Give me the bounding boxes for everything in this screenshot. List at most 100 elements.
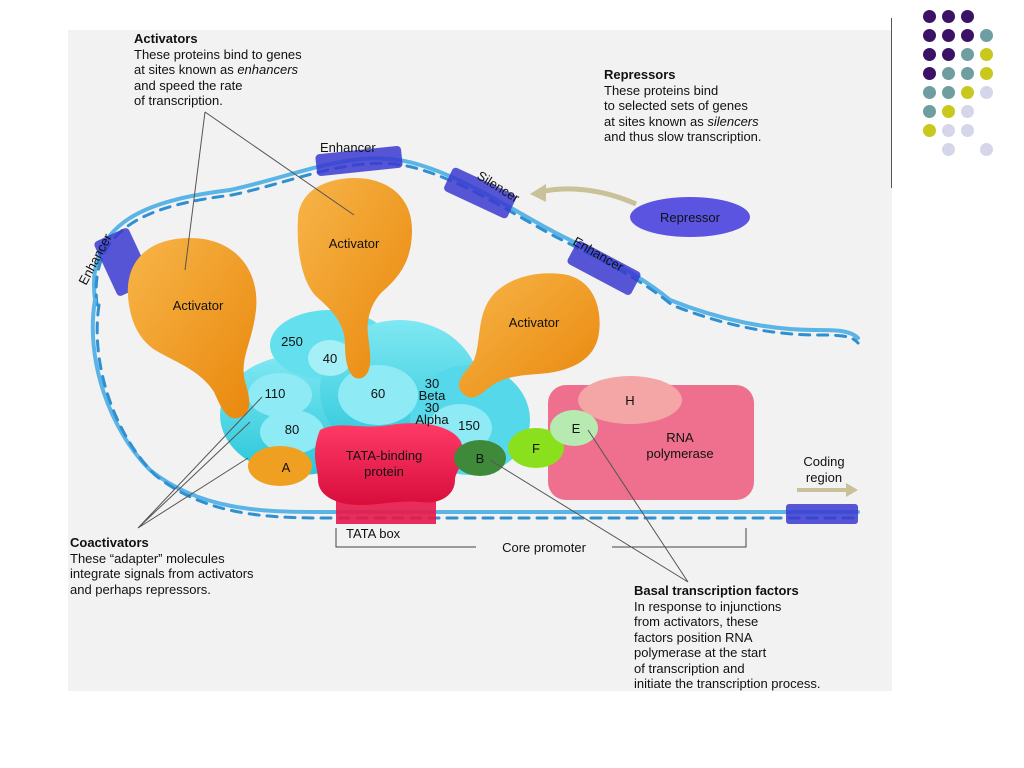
tata-binding-protein: [314, 423, 464, 505]
factor-e: [550, 410, 598, 446]
decorative-dot: [961, 86, 974, 99]
activators-caption-line: of transcription.: [134, 93, 223, 108]
decorative-dot-grid: [904, 10, 1014, 170]
slide-divider: [891, 18, 892, 188]
decorative-dot: [980, 29, 993, 42]
factor-f: [508, 428, 564, 468]
factor-b: [454, 440, 506, 476]
taf-80-label: 80: [285, 422, 299, 437]
taf-60-label: 60: [371, 386, 385, 401]
coding-region-label-2: region: [806, 470, 842, 485]
taf-30alpha-label-2: Alpha: [415, 412, 449, 427]
core-promoter-bracket: [335, 528, 747, 548]
silencer-block: [444, 167, 516, 219]
rna-polymerase-label-1: RNA: [666, 430, 694, 445]
repressor-label: Repressor: [660, 210, 721, 225]
repressors-caption: Repressors These proteins bind to select…: [604, 67, 762, 145]
coactivators-caption-line: integrate signals from activators: [70, 566, 254, 581]
decorative-dot: [961, 67, 974, 80]
factor-a-label: A: [282, 460, 291, 475]
decorative-dot: [942, 29, 955, 42]
coactivators-caption-line: These “adapter” molecules: [70, 550, 225, 566]
factor-a: [248, 446, 312, 486]
repressors-caption-line: to selected sets of genes: [604, 98, 748, 113]
activators-caption: Activators These proteins bind to genes …: [134, 31, 302, 109]
core-promoter-label: Core promoter: [502, 540, 586, 555]
activators-caption-line: These proteins bind to genes: [134, 46, 302, 62]
factor-h: [578, 376, 682, 424]
factor-h-label: H: [625, 393, 634, 408]
coding-region-label-1: Coding: [803, 454, 844, 469]
taf-30beta-label-1: 30: [425, 376, 439, 391]
decorative-dot: [942, 10, 955, 23]
repressors-caption-emphasis: silencers: [707, 113, 759, 129]
enhancer-label-top: Enhancer: [320, 140, 376, 155]
decorative-dot: [942, 124, 955, 137]
decorative-dot: [923, 124, 936, 137]
decorative-dot: [942, 67, 955, 80]
decorative-dot: [961, 124, 974, 137]
decorative-dot: [942, 143, 955, 156]
activators-caption-line: and speed the rate: [134, 77, 243, 93]
decorative-dot: [923, 29, 936, 42]
decorative-dot: [923, 10, 936, 23]
repressor-arrow-head: [530, 184, 546, 202]
repressor-arrow: [539, 186, 638, 207]
coactivators-caption: Coactivators These “adapter” molecules i…: [70, 535, 254, 597]
repressors-caption-line: and thus slow transcription.: [604, 129, 762, 144]
repressors-caption-title: Repressors: [604, 67, 676, 82]
basal-factors-caption-line: of transcription and: [634, 660, 745, 676]
factor-b-label: B: [476, 451, 485, 466]
repressors-caption-line: These proteins bind: [604, 82, 719, 98]
decorative-dot: [980, 48, 993, 61]
basal-factors-caption-line: factors position RNA: [634, 629, 753, 645]
decorative-dot: [942, 48, 955, 61]
activator-right: [458, 273, 600, 398]
decorative-dot: [961, 48, 974, 61]
decorative-dot: [961, 10, 974, 23]
repressors-caption-line: at sites known as: [604, 113, 708, 129]
basal-factors-caption-title: Basal transcription factors: [634, 583, 799, 598]
coding-region-arrow-head: [846, 483, 858, 497]
tata-box-label: TATA box: [346, 526, 401, 541]
decorative-dot: [923, 86, 936, 99]
decorative-dot: [942, 105, 955, 118]
decorative-dot: [942, 86, 955, 99]
repressors-caption-line: at sites known as silencers: [604, 114, 762, 130]
decorative-dot: [980, 143, 993, 156]
decorative-dot: [923, 105, 936, 118]
activators-caption-emphasis: enhancers: [237, 62, 299, 77]
basal-factors-caption-line: initiate the transcription process.: [634, 676, 821, 691]
taf-40-label: 40: [323, 351, 337, 366]
basal-factors-caption-line: polymerase at the start: [634, 645, 767, 660]
decorative-dot: [923, 48, 936, 61]
basal-factors-caption-line: from activators, these: [634, 614, 759, 629]
taf-250-label: 250: [281, 334, 303, 349]
taf-30alpha-label-1: 30: [425, 400, 439, 415]
tata-binding-protein-label-2: protein: [364, 464, 404, 479]
activator-center: [297, 178, 412, 379]
decorative-dot: [961, 29, 974, 42]
enhancer-block-right: [567, 241, 641, 295]
coactivators-caption-title: Coactivators: [70, 535, 149, 550]
activator-center-label: Activator: [329, 236, 380, 251]
factor-e-label: E: [572, 421, 581, 436]
activator-left-label: Activator: [173, 298, 224, 313]
dna-strand-a: [91, 156, 860, 340]
activator-left: [127, 238, 257, 419]
activators-caption-line: at sites known as: [134, 62, 238, 77]
activators-caption-line: at sites known as enhancers: [134, 62, 302, 78]
tata-binding-protein-label-1: TATA-binding: [346, 448, 423, 463]
basal-factors-caption-line: In response to injunctions: [634, 598, 782, 614]
taf-110-label: 110: [265, 386, 286, 401]
coactivators-caption-line: and perhaps repressors.: [70, 581, 211, 597]
leader-lines: [137, 111, 689, 583]
repressor-protein: [630, 197, 750, 237]
taf-150-label: 150: [458, 418, 480, 433]
decorative-dot: [961, 105, 974, 118]
rna-polymerase-label-2: polymerase: [646, 446, 713, 461]
enhancer-block-top: [315, 145, 403, 177]
basal-factors-caption: Basal transcription factors In response …: [634, 583, 820, 692]
taf-30beta-label-2: Beta: [419, 388, 447, 403]
